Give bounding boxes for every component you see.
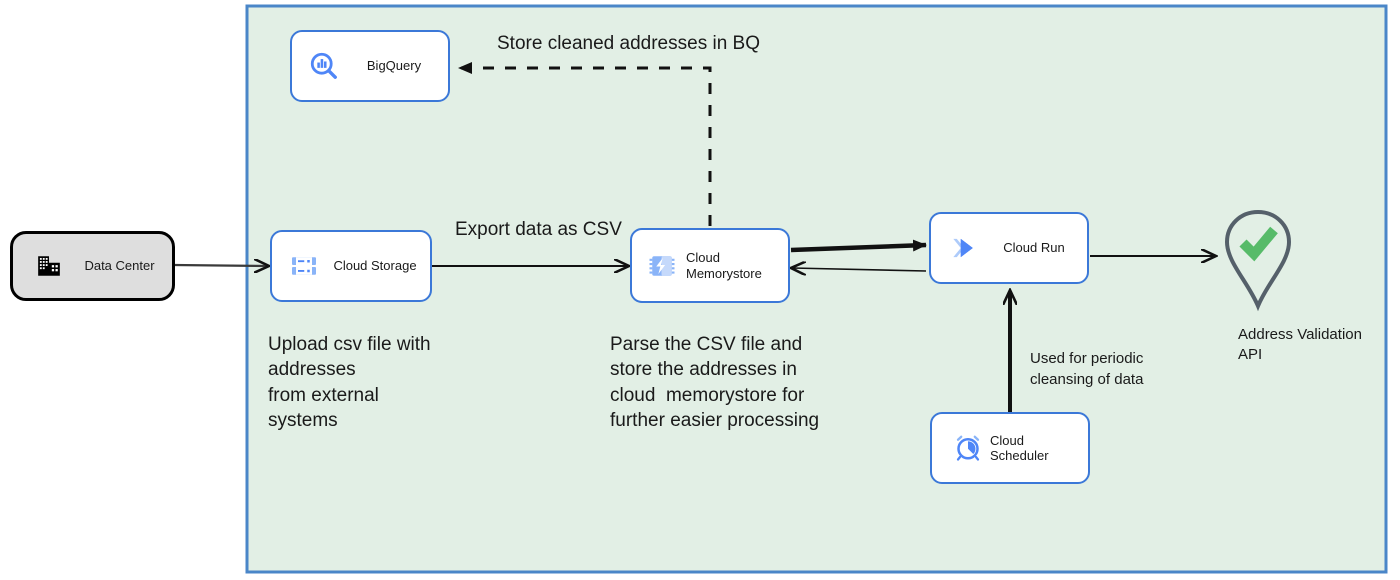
node-cloud-memorystore[interactable]: Cloud Memorystore: [630, 228, 790, 303]
data-center-icon: [25, 242, 73, 290]
node-label-cloud-storage: Cloud Storage: [333, 258, 417, 274]
node-cloud-run[interactable]: Cloud Run: [929, 212, 1089, 284]
node-label-data-center: Data Center: [84, 258, 155, 274]
annotation-parse-csv: Parse the CSV file and store the address…: [610, 334, 820, 431]
edge-datacenter-to-storage: [173, 265, 268, 266]
node-cloud-scheduler[interactable]: Cloud Scheduler: [930, 412, 1090, 484]
node-label-bigquery: BigQuery: [366, 58, 422, 74]
cloud-run-icon: [941, 226, 987, 270]
node-label-cloud-memorystore: Cloud Memorystore: [686, 250, 762, 281]
annotation-upload-csv: Upload csv file with addresses from exte…: [268, 334, 431, 431]
bigquery-icon: [302, 44, 346, 88]
node-label-cloud-scheduler: Cloud Scheduler: [990, 432, 1049, 463]
address-validation-api-marker[interactable]: [1216, 206, 1300, 316]
map-pin-check-icon: [1224, 209, 1292, 312]
edge-memorystore-to-cloudrun: [790, 239, 927, 253]
node-data-center[interactable]: Data Center: [10, 231, 175, 301]
node-cloud-storage[interactable]: Cloud Storage: [270, 230, 432, 302]
address-validation-api-label: Address Validation API: [1238, 326, 1362, 364]
cloud-memorystore-icon: [640, 244, 684, 288]
node-label-cloud-run: Cloud Run: [1003, 240, 1065, 256]
edge-cloudrun-to-bigquery: [458, 62, 712, 226]
edge-label-export-csv: Export data as CSV: [455, 219, 622, 240]
cloud-storage-icon: [282, 244, 326, 288]
edge-cloudrun-to-memorystore: [792, 268, 927, 271]
edge-label-store-in-bq: Store cleaned addresses in BQ: [497, 33, 760, 54]
edge-label-periodic-cleansing: Used for periodic cleansing of data: [1030, 350, 1144, 388]
cloud-scheduler-icon: [946, 426, 990, 470]
node-bigquery[interactable]: BigQuery: [290, 30, 450, 102]
